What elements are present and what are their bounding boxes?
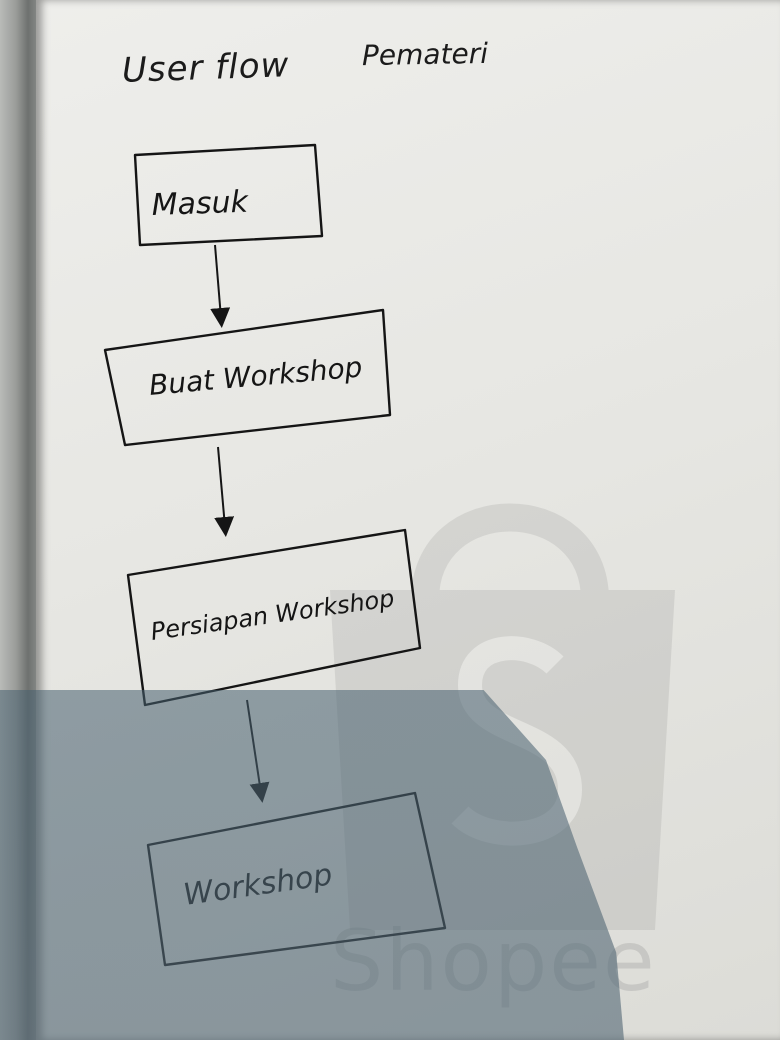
flow-node-masuk: Masuk <box>133 143 324 247</box>
flow-arrow-buat-workshop-to-persiapan-workshop <box>214 446 235 537</box>
flow-node-buat-workshop: Buat Workshop <box>103 308 392 447</box>
flow-node-box <box>133 143 324 247</box>
flow-arrow-masuk-to-buat-workshop <box>210 244 231 328</box>
flow-node-label: Persiapan Workshop <box>149 584 396 646</box>
flow-node-box <box>126 528 422 707</box>
flow-node-label: Masuk <box>151 185 250 223</box>
flow-node-persiapan-workshop: Persiapan Workshop <box>126 528 422 707</box>
flow-node-label: Buat Workshop <box>148 350 364 402</box>
flow-node-box <box>103 308 392 447</box>
hand-shadow-overlay <box>0 690 624 1040</box>
